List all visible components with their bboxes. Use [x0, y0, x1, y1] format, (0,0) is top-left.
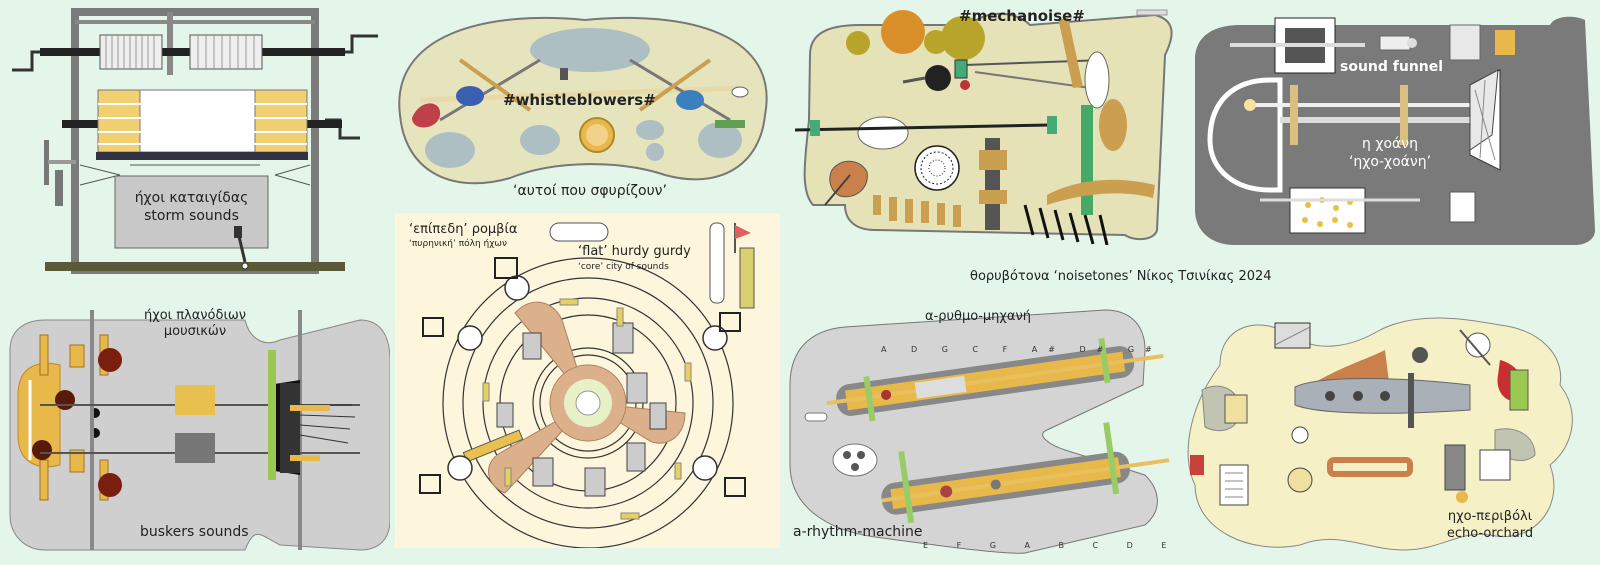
hurdy-title-greek: ‘επίπεδη’ ρομβία: [409, 222, 518, 237]
hurdy-gurdy-drawing: [419, 222, 755, 548]
rhythm-notes-top: A D G C F A# D# G# C# F# B: [881, 345, 1175, 354]
rhythm-machine-panel: α-ρυθμο-μηχανή A D G C F A# D# G# C# F# …: [785, 305, 1175, 560]
roller-icon: [99, 34, 263, 70]
storm-label-greek: ήχοι καταιγίδας: [134, 190, 249, 206]
reed-icon: [268, 350, 356, 480]
echo-label-greek: ηχο-περιβόλι: [1447, 509, 1533, 524]
mechanoise-hashtag: #mechanoise#: [959, 7, 1085, 25]
hurdy-gurdy-panel: ‘επίπεδη’ ρομβία ‘πυρηνική’ πόλη ήχων ‘f…: [395, 213, 780, 548]
hurdy-subtitle-english: ‘core’ city of sounds: [578, 262, 669, 272]
buskers-panel: ήχοι πλανόδιων μουσικών buskers sounds: [0, 305, 390, 560]
funnel-icon: [1469, 69, 1501, 171]
buskers-drawing: [9, 310, 390, 551]
whistleblowers-caption: ‘αυτοί που σφυρίζουν’: [513, 183, 667, 199]
whistleblowers-drawing: [398, 16, 768, 185]
rhythm-label-english: a-rhythm-machine: [793, 524, 923, 540]
echo-orchard-drawing: [1187, 317, 1573, 551]
storm-label-english: storm sounds: [144, 208, 239, 224]
rhythm-machine-drawing: [789, 309, 1170, 554]
mechanoise-panel: #mechanoise#: [785, 0, 1175, 245]
funnel-greek-line2: ‘ηχο-χοάνη’: [1348, 154, 1432, 170]
funnel-greek-line1: η χοάνη: [1362, 136, 1418, 152]
whistle-icon: [412, 58, 749, 128]
whistleblowers-panel: #whistleblowers# ‘αυτοί που σφυρίζουν’: [390, 0, 780, 210]
storm-sounds-panel: ήχοι καταιγίδας storm sounds: [0, 0, 385, 300]
storm-machine-drawing: [12, 8, 378, 274]
buskers-label-english: buskers sounds: [140, 524, 249, 540]
buskers-label-greek-1: ήχοι πλανόδιων: [143, 308, 247, 323]
echo-orchard-panel: ηχο-περιβόλι echo-orchard: [1180, 305, 1600, 560]
funnel-title: sound funnel: [1340, 59, 1444, 75]
hurdy-title-english: ‘flat’ hurdy gurdy: [578, 244, 691, 259]
wheel-icon: [488, 301, 686, 494]
whistleblowers-hashtag: #whistleblowers#: [503, 91, 656, 109]
sound-funnel-panel: sound funnel η χοάνη ‘ηχο-χοάνη’: [1180, 0, 1600, 250]
gear-icon: [914, 145, 960, 191]
echo-label-english: echo-orchard: [1446, 526, 1534, 541]
flag-icon: [734, 223, 751, 253]
credit-line: θορυβότονα ‘noisetones’ Νίκος Τσινίκας 2…: [970, 269, 1272, 284]
mechanoise-drawing: [794, 9, 1173, 245]
hurdy-subtitle-greek: ‘πυρηνική’ πόλη ήχων: [409, 239, 507, 249]
rhythm-notes-bottom: E F G A B C D E: [923, 541, 1175, 550]
buskers-label-greek-2: μουσικών: [163, 324, 227, 339]
rhythm-label-greek: α-ρυθμο-μηχανή: [925, 309, 1031, 324]
sound-funnel-drawing: [1195, 16, 1595, 245]
